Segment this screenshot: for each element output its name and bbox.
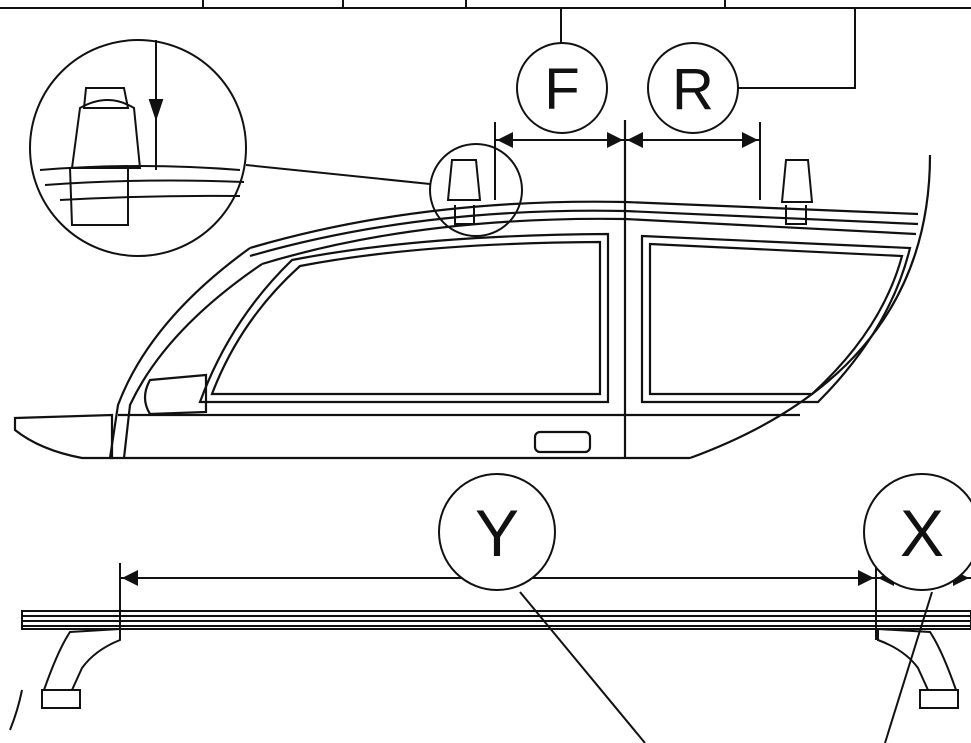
- label-f: F: [516, 42, 608, 134]
- label-r-text: R: [672, 57, 714, 122]
- label-x-text: X: [900, 496, 944, 570]
- bar-front-view: [9, 563, 971, 731]
- label-leaders: [560, 8, 856, 89]
- front-foot: [446, 159, 482, 225]
- label-y-text: Y: [475, 496, 519, 570]
- label-x: X: [863, 473, 971, 591]
- yx-dimension-arrows: [120, 570, 971, 743]
- label-r: R: [647, 42, 739, 134]
- label-f-text: F: [544, 57, 579, 122]
- foot-detail-magnifier: [29, 39, 523, 257]
- top-table-strip: [0, 0, 971, 9]
- car-side-view: [13, 120, 932, 460]
- fr-dimension-arrows: [494, 122, 761, 200]
- label-y: Y: [438, 473, 556, 591]
- rear-foot: [780, 159, 814, 225]
